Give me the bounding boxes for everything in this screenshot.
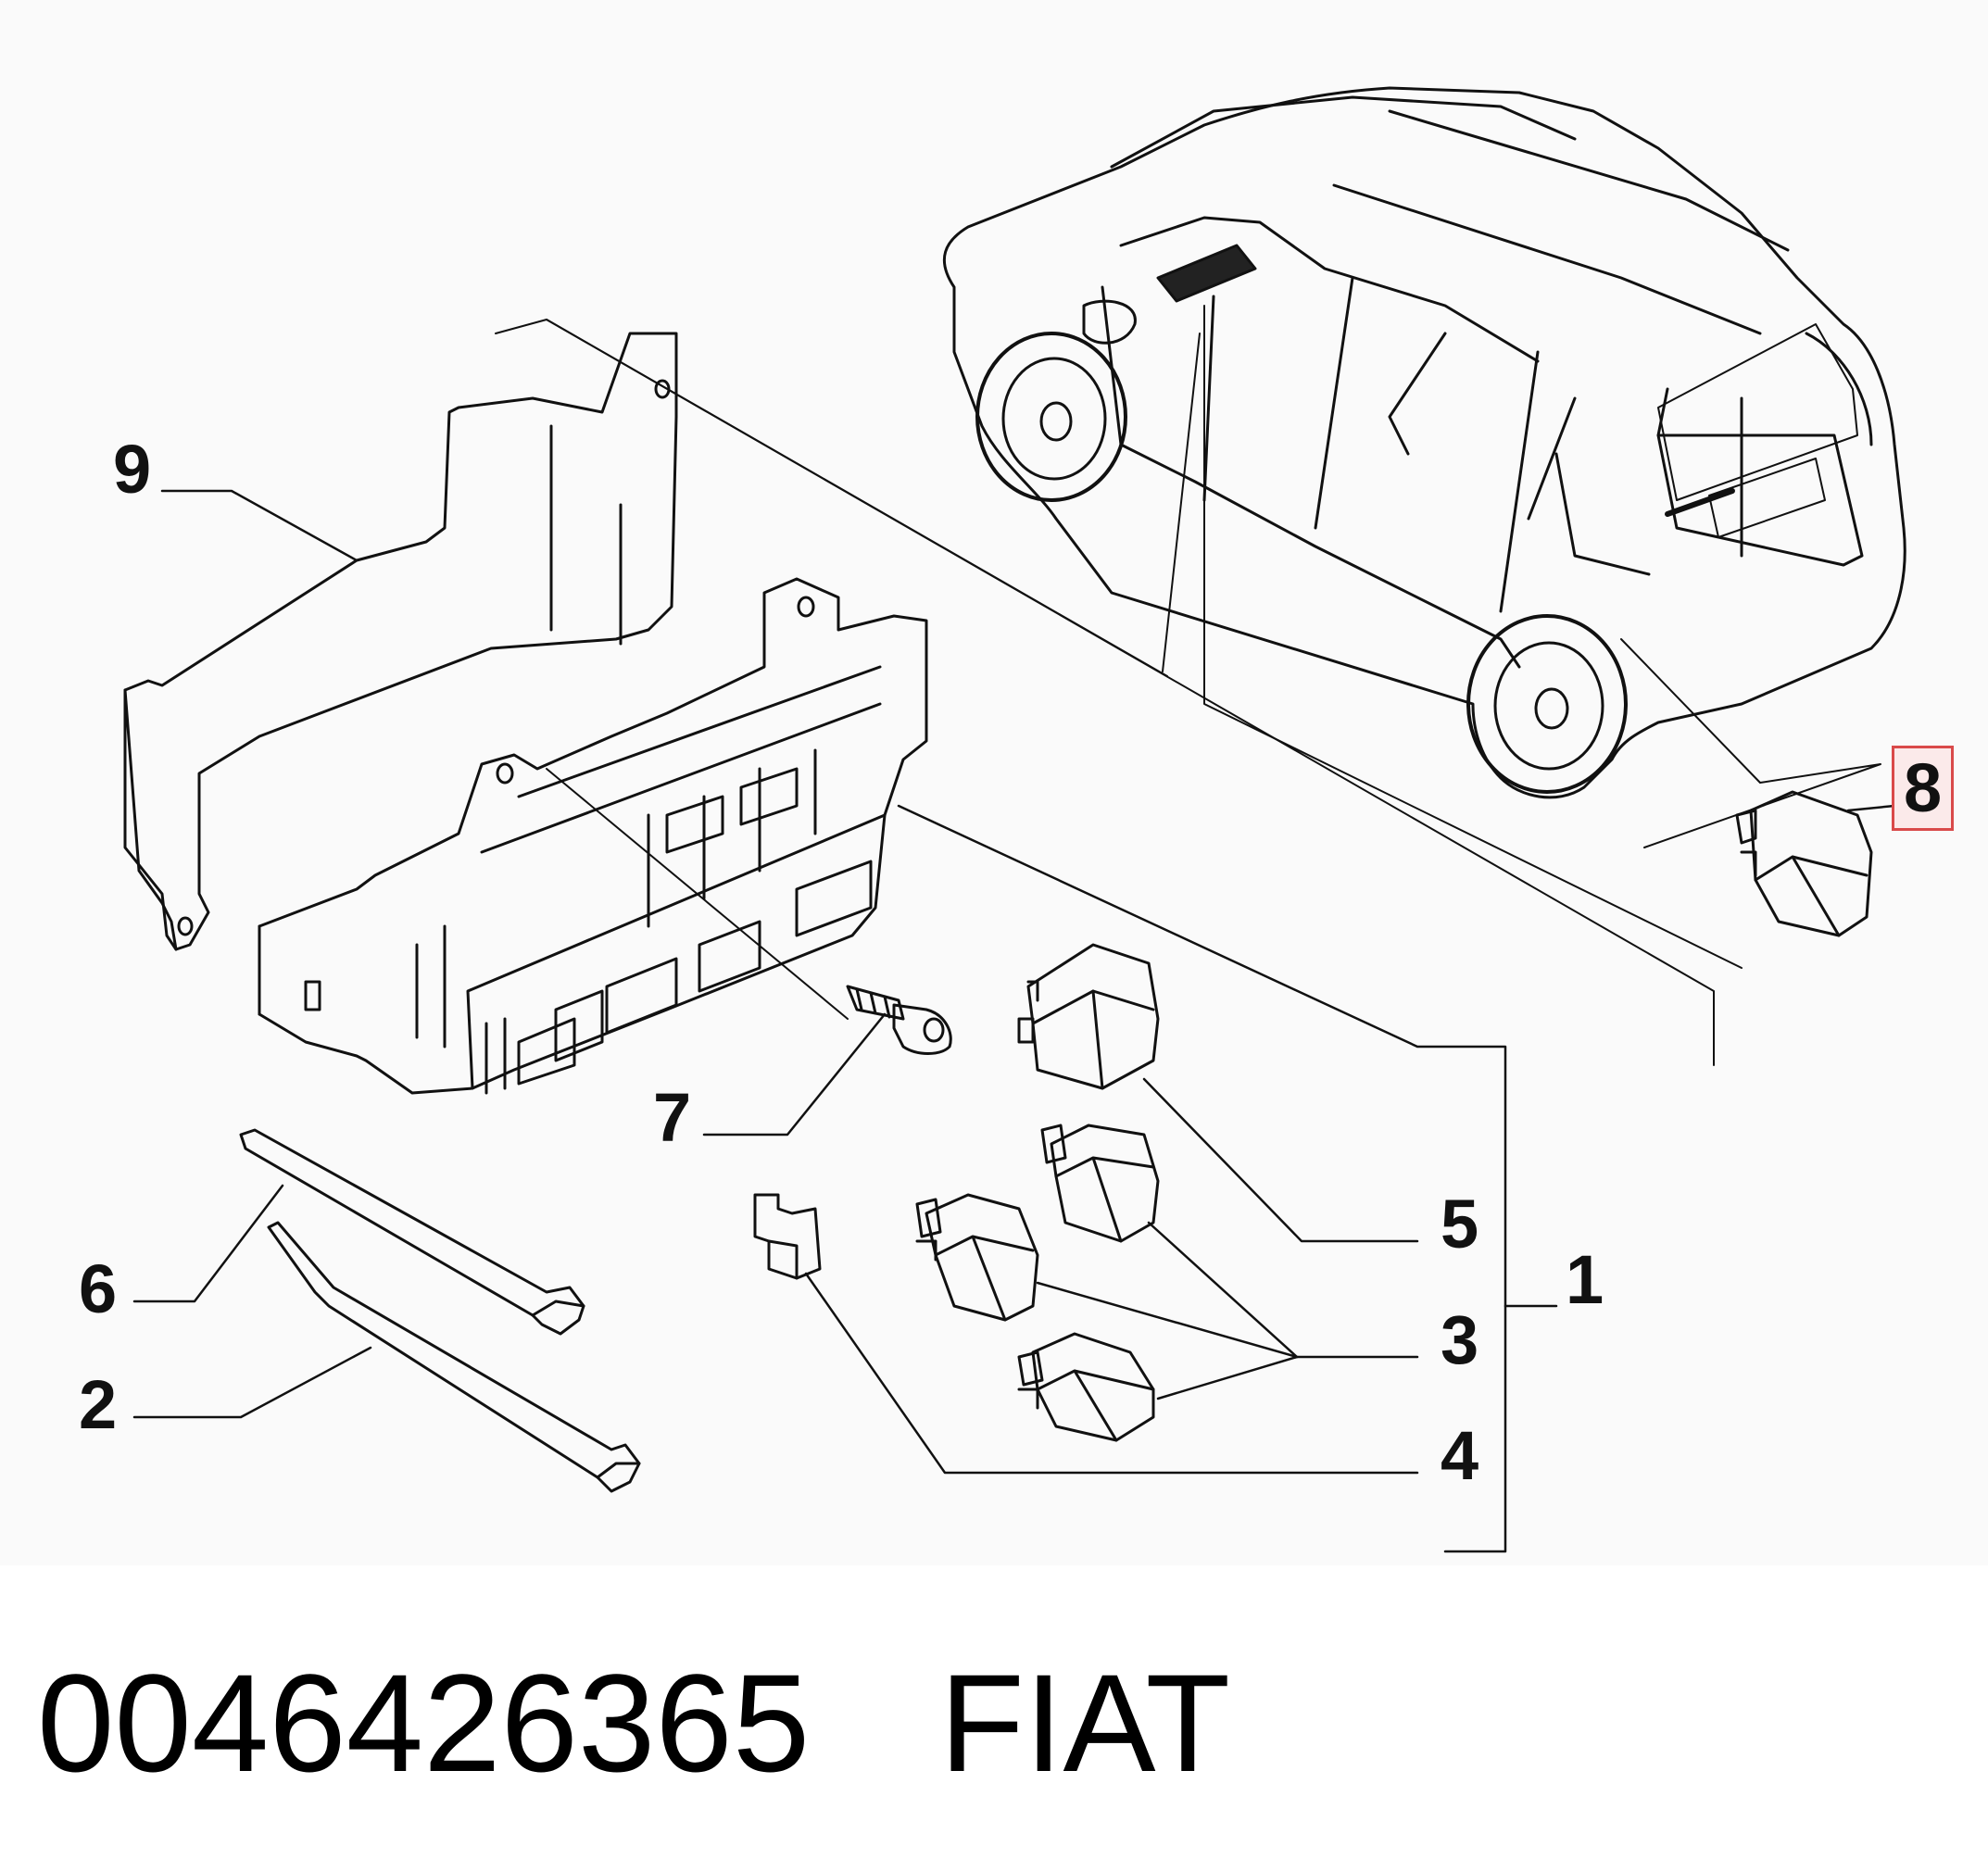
relays-3 [915,1124,1160,1442]
callout-2: 2 [79,1366,118,1443]
fuse-box-1 [258,577,928,1095]
brand-name: FIAT [939,1645,1231,1801]
callout-8-highlighted: 8 [1892,746,1955,831]
callout-5: 5 [1441,1186,1479,1262]
callout-7: 7 [653,1079,692,1156]
caption: 0046426365 FIAT [37,1649,1230,1797]
diagram-drawing [123,86,1906,1553]
cable-tie-6 [239,1128,585,1336]
parts-diagram: 9 8 7 6 5 1 3 2 4 [79,86,1955,1553]
fuse-4 [753,1193,822,1280]
screw-7 [846,985,952,1055]
relay-8 [1735,790,1873,937]
callout-4: 4 [1441,1417,1479,1494]
car-illustration [942,86,1906,799]
callout-9: 9 [113,431,152,508]
callout-1: 1 [1566,1241,1604,1318]
leader-lines [132,489,1896,1553]
callout-6: 6 [79,1250,118,1327]
cover-bracket-9 [123,332,678,951]
callout-3: 3 [1441,1301,1479,1378]
part-number: 0046426365 [37,1645,811,1801]
cable-tie-2 [267,1221,641,1493]
guide-lines [495,305,1881,1066]
relay-5 [1017,943,1160,1090]
